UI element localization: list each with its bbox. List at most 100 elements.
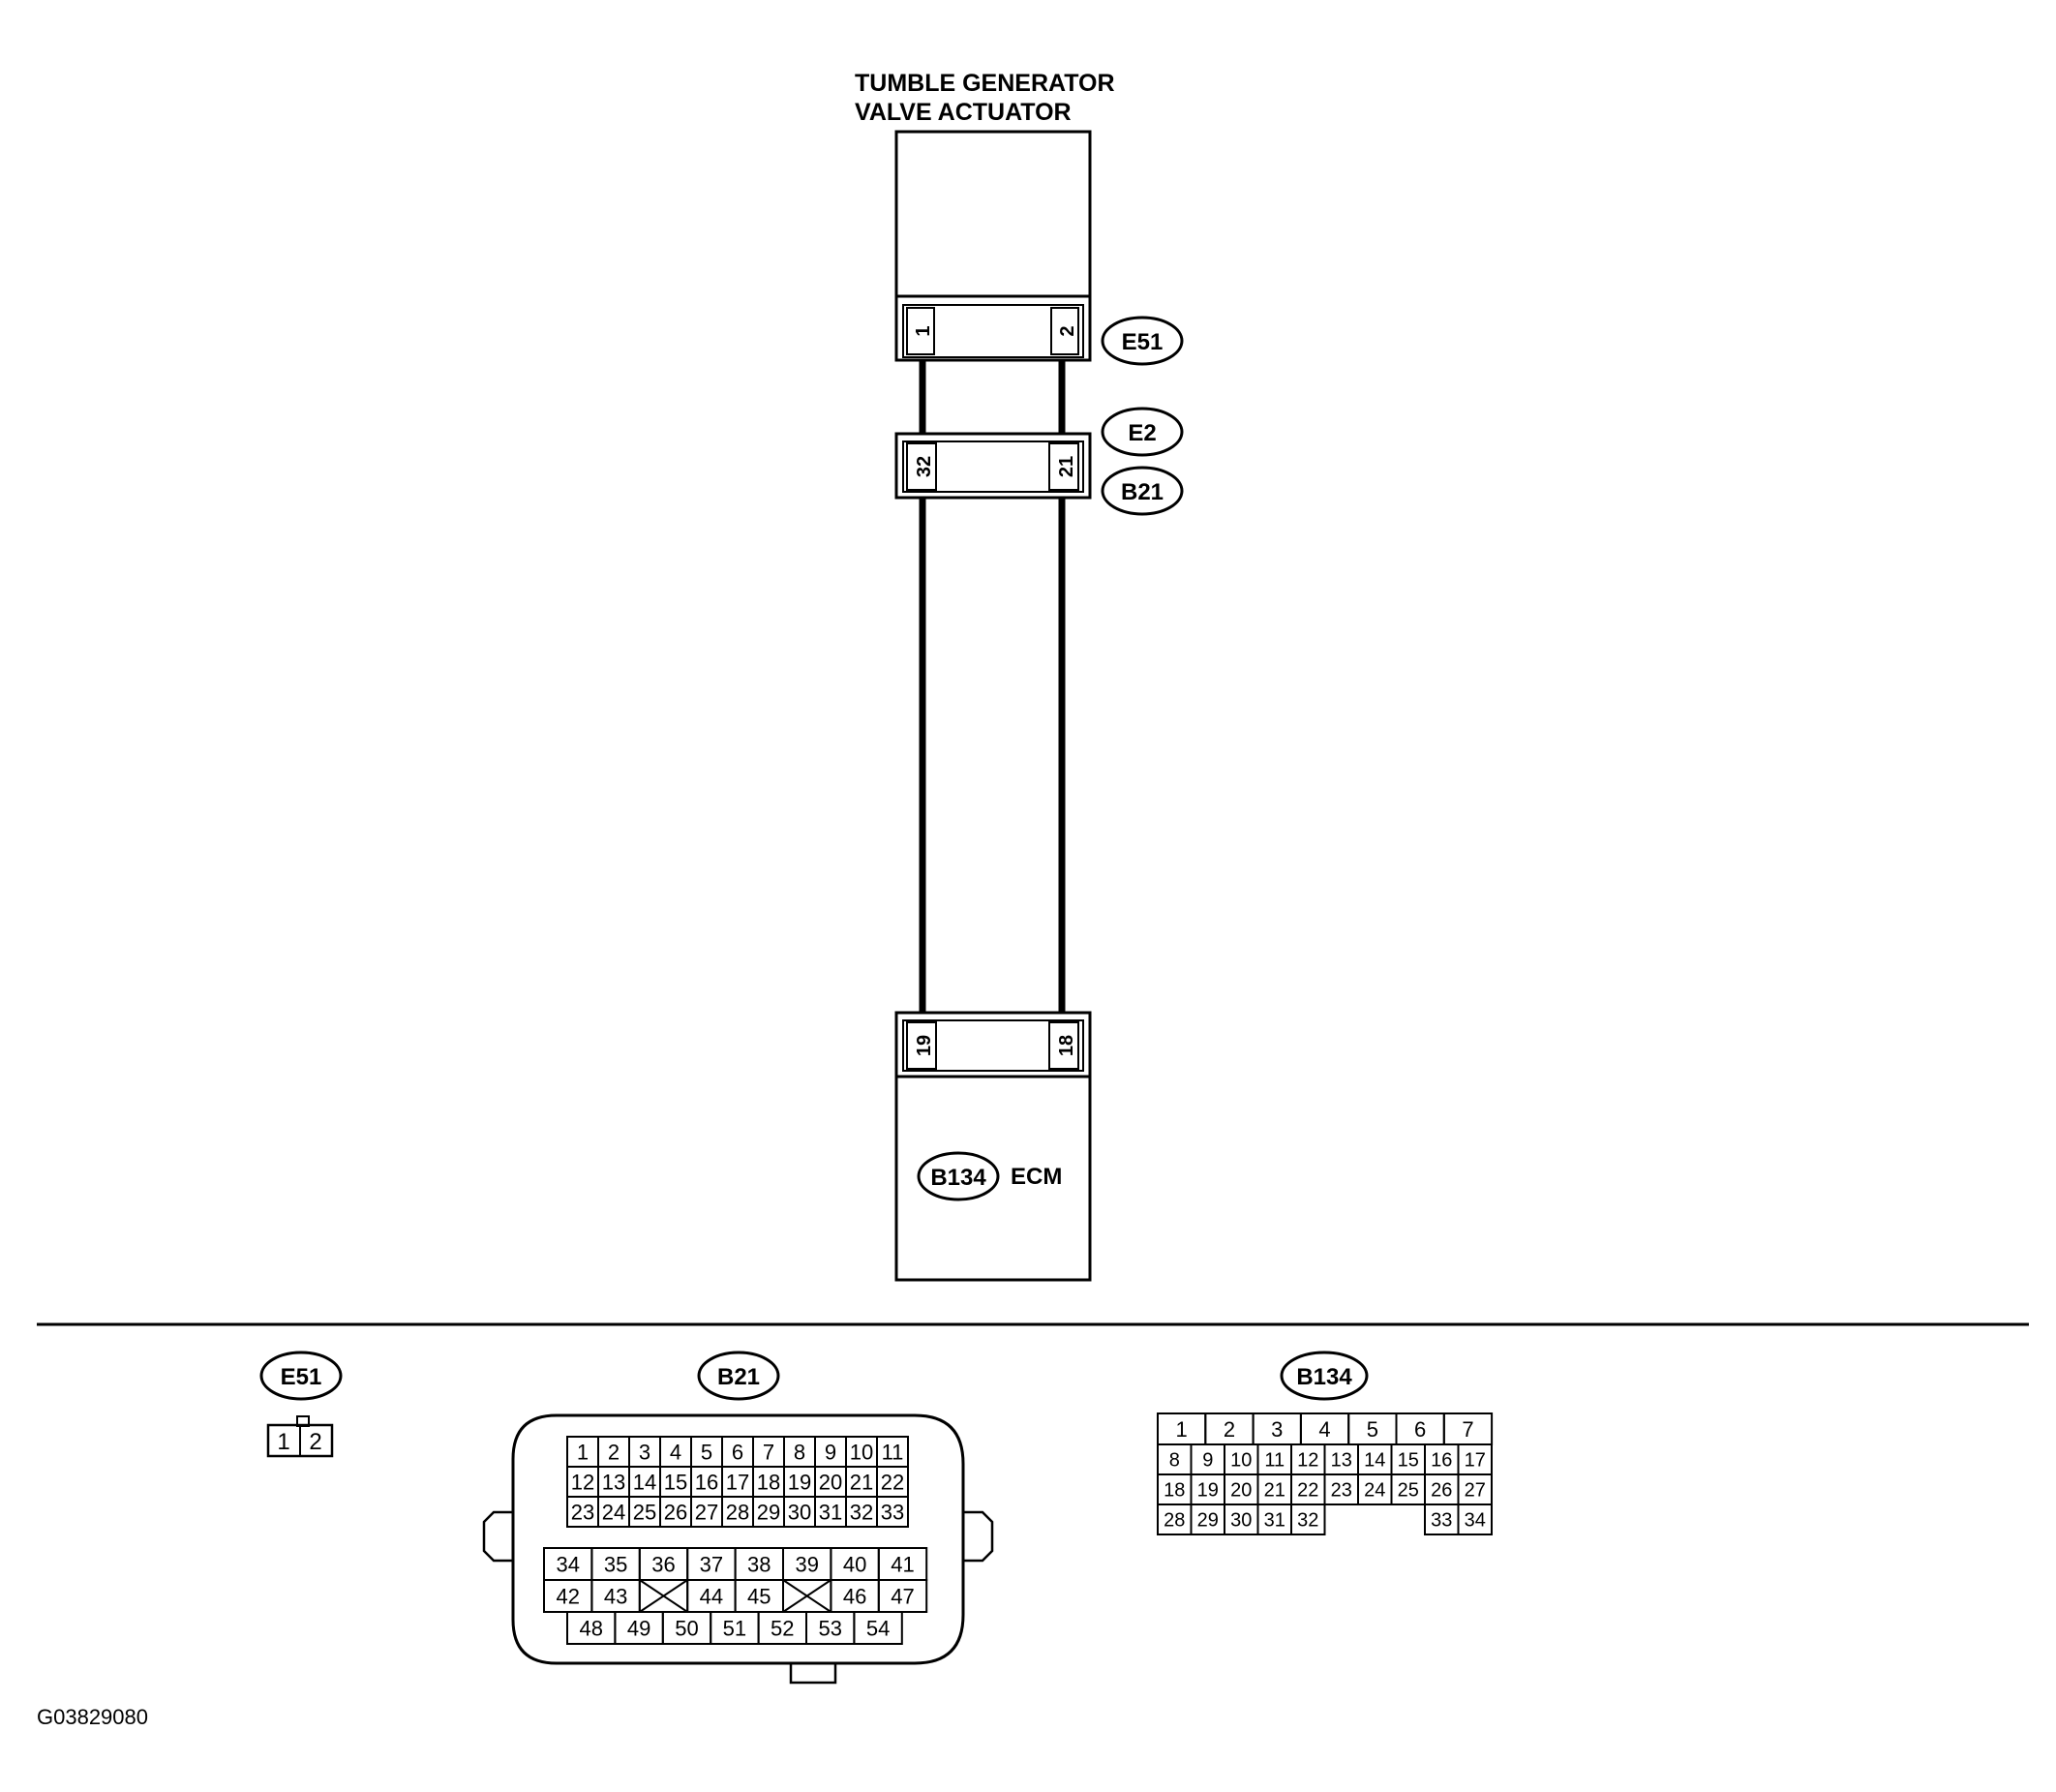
b134-pin-1-label: 1 (1176, 1417, 1188, 1442)
b134-pin-17: 17 (1457, 1443, 1493, 1475)
b21-pin-4: 4 (659, 1436, 692, 1468)
b21-pin-7-label: 7 (763, 1440, 774, 1464)
b21-pin-24-label: 24 (602, 1500, 625, 1524)
b21-pin-39-label: 39 (795, 1552, 818, 1576)
b21-pin-15: 15 (659, 1466, 692, 1498)
b21-badge-text: B21 (1121, 479, 1164, 505)
b134-pin-3: 3 (1252, 1412, 1302, 1445)
b21-pin-right: 21 (1056, 456, 1077, 477)
b134-pin-21-label: 21 (1264, 1480, 1285, 1502)
b134-view-badge-text: B134 (1296, 1364, 1352, 1390)
b21-pin-29-label: 29 (757, 1500, 780, 1524)
b134-pin-10-label: 10 (1230, 1450, 1252, 1472)
b134-pin-32-label: 32 (1297, 1510, 1318, 1532)
b21-pin-36: 36 (638, 1547, 689, 1581)
b21-pin-7: 7 (752, 1436, 785, 1468)
b21-blank-pin (638, 1579, 689, 1613)
b21-pin-45: 45 (734, 1579, 784, 1613)
b134-pin-33: 33 (1424, 1503, 1460, 1535)
b21-pin-38-label: 38 (747, 1552, 771, 1576)
e51-badge-text: E51 (1122, 329, 1164, 355)
b21-pin-42-label: 42 (556, 1584, 579, 1608)
b134-pin-right: 18 (1056, 1035, 1077, 1056)
b134-connector: 19 18 (894, 1011, 1092, 1078)
b134-pin-32: 32 (1290, 1503, 1326, 1535)
b134-pin-7-label: 7 (1462, 1417, 1473, 1442)
b21-pin-11-label: 11 (882, 1440, 904, 1464)
b134-pin-27-label: 27 (1465, 1480, 1486, 1502)
b21-pin-47: 47 (877, 1579, 928, 1613)
e51-pin-right: 2 (1057, 325, 1078, 336)
b21-pin-19-label: 19 (788, 1470, 811, 1494)
b21-pin-1-label: 1 (577, 1440, 589, 1464)
b21-pin-20: 20 (814, 1466, 847, 1498)
b134-pin-2: 2 (1204, 1412, 1255, 1445)
b21-pin-42: 42 (543, 1579, 593, 1613)
b134-pin-16: 16 (1424, 1443, 1460, 1475)
b21-pin-54: 54 (853, 1611, 903, 1645)
b21-pin-49: 49 (614, 1611, 664, 1645)
b134-pin-19: 19 (1190, 1473, 1225, 1505)
b21-pin-46: 46 (830, 1579, 880, 1613)
b21-pin-53-label: 53 (818, 1616, 841, 1640)
e51-view: E51 1 2 (259, 1351, 343, 1458)
b134-pin-10: 10 (1224, 1443, 1259, 1475)
b134-pin-1: 1 (1157, 1412, 1207, 1445)
b134-badge-text: B134 (930, 1165, 986, 1191)
b21-pin-37: 37 (686, 1547, 737, 1581)
b21-pin-3: 3 (628, 1436, 661, 1468)
b21-pin-16: 16 (690, 1466, 723, 1498)
b134-pin-25-label: 25 (1398, 1480, 1419, 1502)
b21-pin-8-label: 8 (794, 1440, 805, 1464)
b21-pin-32-label: 32 (850, 1500, 873, 1524)
b134-pin-34-label: 34 (1465, 1510, 1486, 1532)
b134-pin-14-label: 14 (1364, 1450, 1385, 1472)
b134-pin-5: 5 (1347, 1412, 1398, 1445)
b134-pin-18: 18 (1157, 1473, 1193, 1505)
b21-pin-48-label: 48 (579, 1616, 602, 1640)
b134-pin-24: 24 (1357, 1473, 1393, 1505)
b21-pin-51-label: 51 (723, 1616, 746, 1640)
b21-pin-2: 2 (597, 1436, 630, 1468)
b134-pin-31: 31 (1256, 1503, 1292, 1535)
b134-pin-19-label: 19 (1197, 1480, 1219, 1502)
b21-pin-22-label: 22 (881, 1470, 904, 1494)
b21-pin-17-label: 17 (726, 1470, 749, 1494)
b21-pin-19: 19 (783, 1466, 816, 1498)
b21-pin-46-label: 46 (843, 1584, 866, 1608)
b21-pin-26: 26 (659, 1496, 692, 1528)
b134-pin-9-label: 9 (1202, 1450, 1213, 1472)
b21-pin-43-label: 43 (604, 1584, 627, 1608)
b134-pin-9: 9 (1190, 1443, 1225, 1475)
b21-pin-23: 23 (566, 1496, 599, 1528)
b21-pin-41: 41 (877, 1547, 928, 1581)
e2-badge-text: E2 (1128, 420, 1156, 446)
b21-pin-52-label: 52 (771, 1616, 794, 1640)
b21-pin-18: 18 (752, 1466, 785, 1498)
b134-pin-6: 6 (1395, 1412, 1445, 1445)
b21-pin-48: 48 (566, 1611, 617, 1645)
b21-pin-34-label: 34 (556, 1552, 579, 1576)
b21-pin-23-label: 23 (571, 1500, 594, 1524)
b134-pin-22-label: 22 (1297, 1480, 1318, 1502)
ecm-body (894, 1075, 1092, 1282)
actuator-title-line1: TUMBLE GENERATOR (855, 70, 1115, 97)
b21-pin-41-label: 41 (891, 1552, 914, 1576)
b21-pin-16-label: 16 (695, 1470, 718, 1494)
b21-housing (511, 1413, 965, 1665)
b21-pin-28-label: 28 (726, 1500, 749, 1524)
b21-pin-5-label: 5 (701, 1440, 712, 1464)
actuator-title-line2: VALVE ACTUATOR (855, 99, 1072, 126)
b21-pin-29: 29 (752, 1496, 785, 1528)
b134-pin-17-label: 17 (1465, 1450, 1486, 1472)
b21-pin-35-label: 35 (604, 1552, 627, 1576)
b21-pin-25: 25 (628, 1496, 661, 1528)
b21-pin-54-label: 54 (866, 1616, 890, 1640)
b21-pin-1: 1 (566, 1436, 599, 1468)
b134-pin-25: 25 (1390, 1473, 1426, 1505)
b21-pin-11: 11 (876, 1436, 909, 1468)
b21-pin-24: 24 (597, 1496, 630, 1528)
b21-pin-20-label: 20 (819, 1470, 842, 1494)
ecm-label: ECM (1011, 1164, 1062, 1190)
